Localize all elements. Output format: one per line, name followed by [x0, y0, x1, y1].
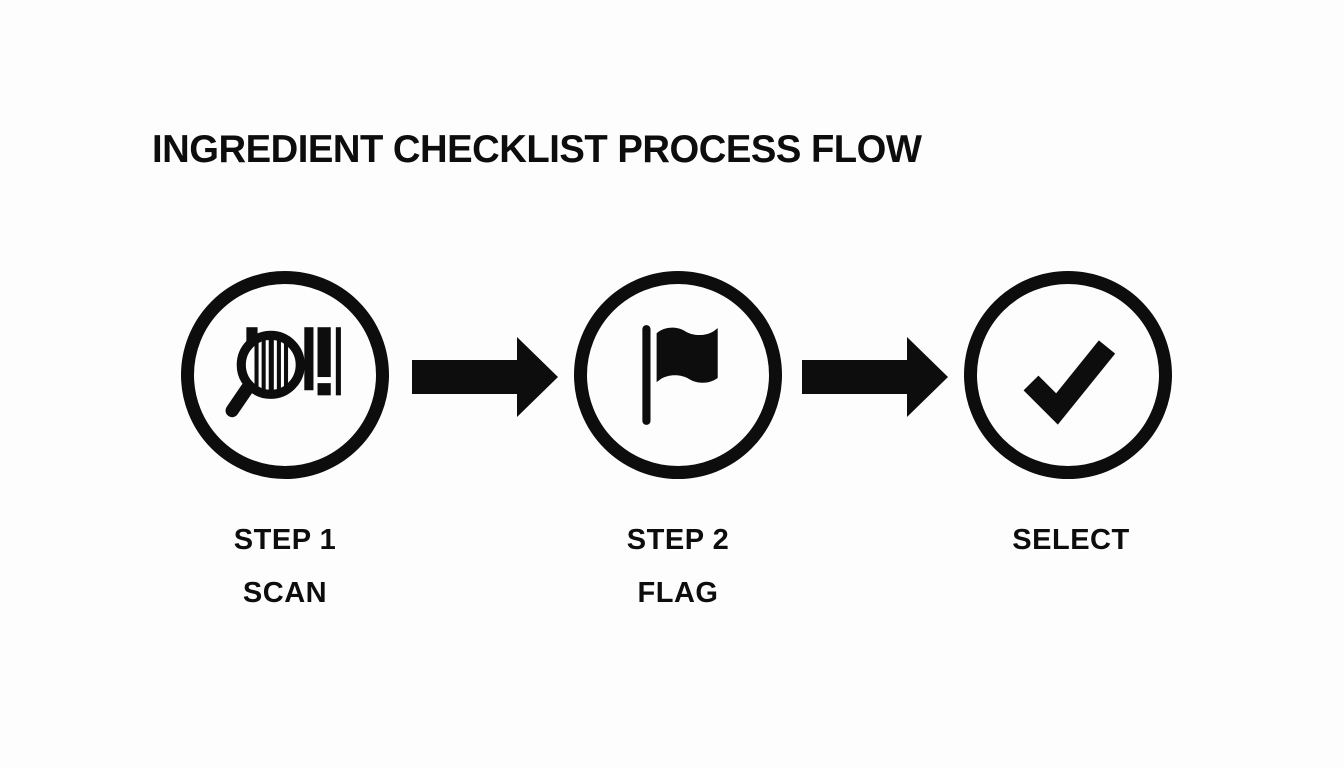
arrow-right-icon — [412, 337, 558, 417]
flow-node-select — [964, 271, 1172, 479]
flag-icon — [632, 319, 724, 431]
flow-node-scan — [181, 271, 389, 479]
step-label-select: SELECT — [1012, 524, 1130, 556]
flow-node-flag — [574, 271, 782, 479]
step-label-scan: STEP 1 — [233, 524, 337, 556]
arrow-right-icon — [802, 337, 948, 417]
page-title: INGREDIENT CHECKLIST PROCESS FLOW — [152, 128, 922, 171]
action-label-flag: FLAG — [637, 577, 719, 609]
barcode-scan-icon — [224, 324, 346, 426]
step-label-flag: STEP 2 — [626, 524, 730, 556]
checkmark-icon — [1012, 325, 1124, 425]
action-label-scan: SCAN — [242, 577, 328, 609]
